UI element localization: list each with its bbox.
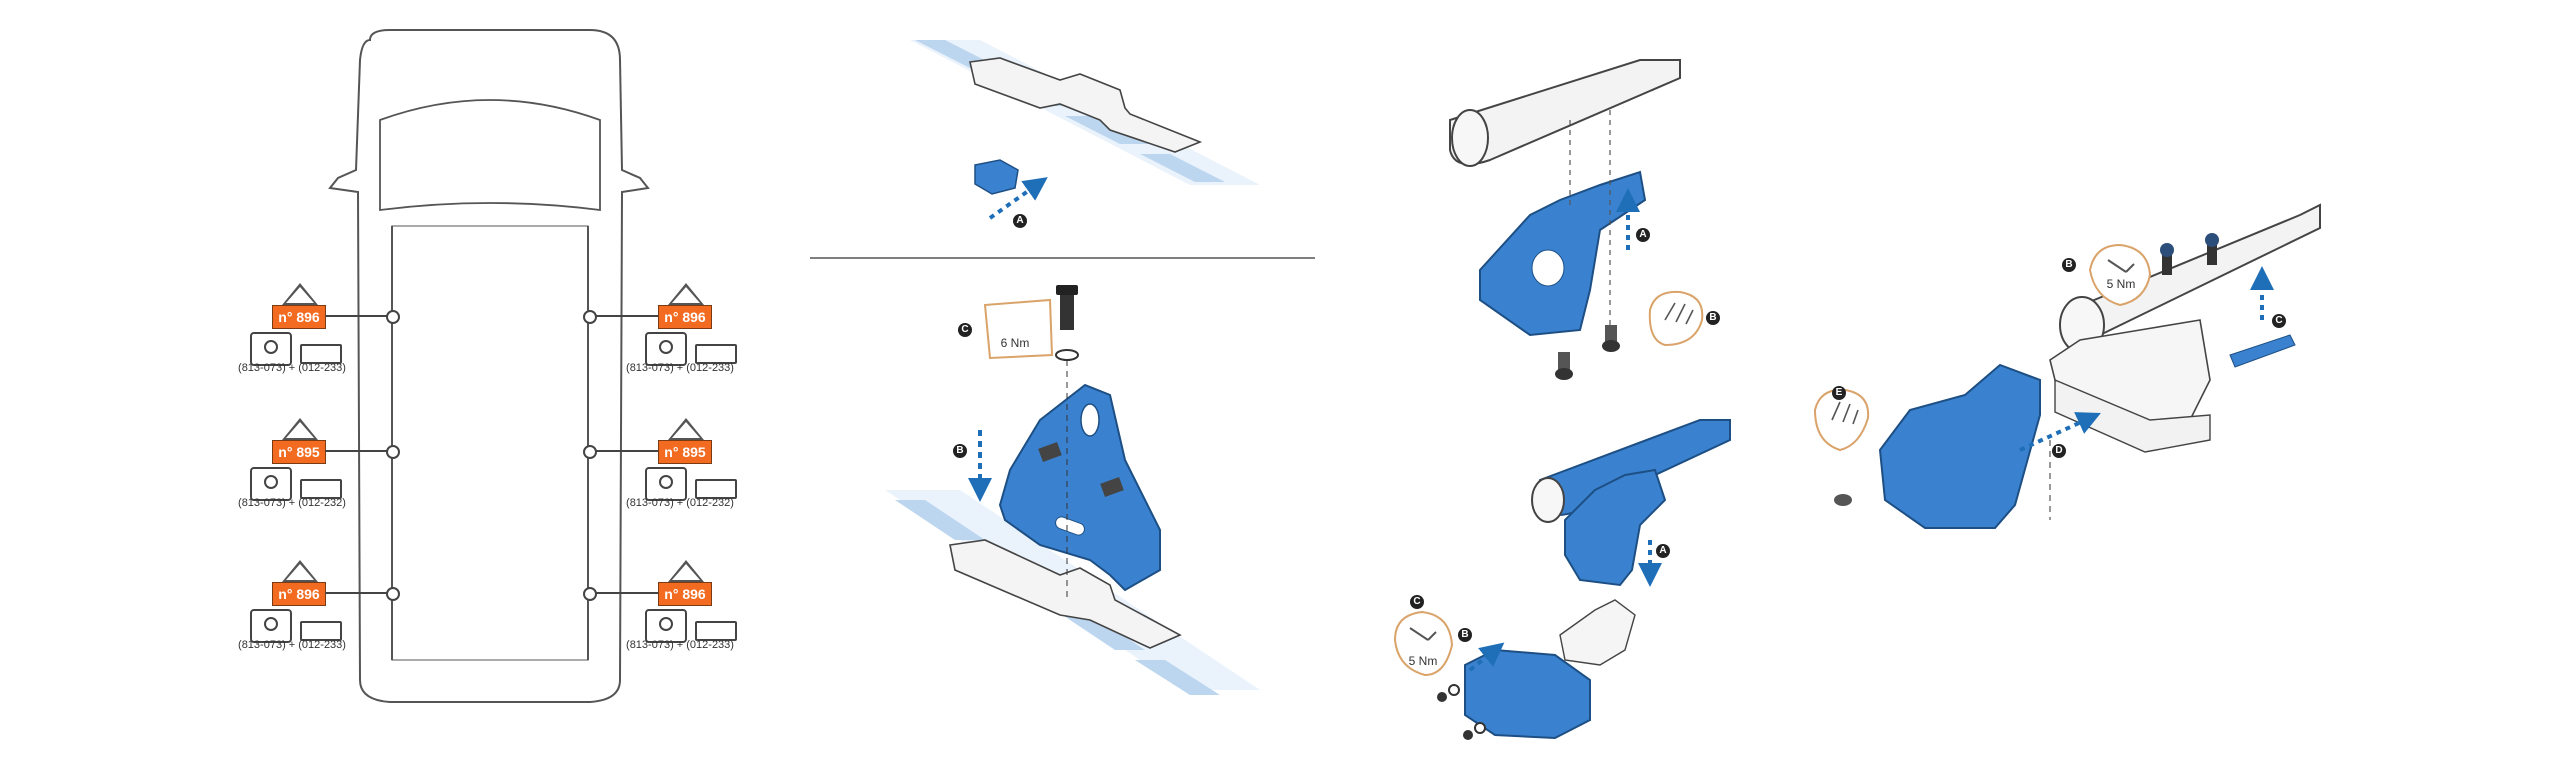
code-row2-left: (813-073) + (012-232) [238,497,346,509]
clip-icon [300,344,342,364]
step-marker-c: C [958,323,972,337]
carrier-foot-icon [668,283,704,305]
code-row1-left: (813-073) + (012-233) [238,362,346,374]
hand-tighten-icon [1648,290,1704,347]
step-marker-b: B [1706,311,1720,325]
panel-car-overview [328,29,650,703]
badge-row3-right: n° 896 [658,582,712,606]
clip-icon [695,479,737,499]
clip-icon [695,344,737,364]
badge-row1-left: n° 896 [272,305,326,329]
connector [325,592,387,594]
badge-row2-right: n° 895 [658,440,712,464]
torque-label-6nm: 6 Nm [1000,336,1030,350]
foot-icon [250,332,292,366]
carrier-foot-icon [282,560,318,582]
step-marker-c: C [2272,314,2286,328]
step-marker-a: A [1636,228,1650,242]
step-marker-a: A [1656,544,1670,558]
foot-icon [250,467,292,501]
car-outline [328,29,650,703]
clip-icon [300,621,342,641]
connector [325,450,387,452]
panel-foot-assembly [1393,59,1731,740]
carrier-foot-icon [668,418,704,440]
washer [1055,349,1079,361]
code-row2-right: (813-073) + (012-232) [626,497,734,509]
bolts-bottom [1555,325,1620,380]
bolt [1060,290,1074,330]
top-bolt-right [2207,240,2217,265]
connector [594,450,658,452]
torque-label-5nm: 5 Nm [1408,654,1438,668]
wrench-icon [1393,610,1454,677]
clip-icon [695,621,737,641]
step-marker-b: B [2062,258,2076,272]
blue-clamp-base [1464,648,1591,740]
mount-point [386,445,400,459]
washers-nuts [1437,684,1486,740]
blue-foot-top [1479,170,1647,337]
mount-point [386,310,400,324]
blue-rubber-strip [2229,334,2296,368]
wrench-icon [2088,243,2152,307]
torque-callout-6nm [983,298,1054,360]
step-marker-e: E [1832,386,1846,400]
step-marker-a: A [1013,214,1027,228]
step-marker-c: C [1410,595,1424,609]
connector [594,315,658,317]
car-windshield [379,99,601,212]
mount-point [583,445,597,459]
badge-row2-left: n° 895 [272,440,326,464]
blue-foot-lower [1564,468,1667,587]
clip-part-a [974,159,1019,195]
rail-plate-bottom [949,539,1182,649]
white-bracket-lower [1559,599,1636,666]
panel-rail-clip [910,40,1260,220]
badge-row1-right: n° 896 [658,305,712,329]
foot-icon [645,332,687,366]
torque-label-5nm: 5 Nm [2106,277,2136,291]
blue-end-cover [1878,363,2041,529]
panel-bracket-bolt [885,285,1260,695]
foot-icon [250,609,292,643]
connector [594,592,658,594]
mount-point [583,587,597,601]
code-row1-right: (813-073) + (012-233) [626,362,734,374]
carrier-foot-icon [282,418,318,440]
foot-icon [645,467,687,501]
car-roof [391,225,589,661]
blue-bracket [998,383,1161,592]
carrier-foot-icon [282,283,318,305]
step-marker-b: B [1458,628,1472,642]
carrier-foot-icon [668,560,704,582]
panel-final-assembly [1813,203,2321,529]
top-bolt-left [2162,250,2172,275]
end-screw [1834,494,1852,506]
clip-icon [300,479,342,499]
mount-point [386,587,400,601]
step-marker-b: B [953,444,967,458]
code-row3-left: (813-073) + (012-233) [238,639,346,651]
lower-plate [2054,378,2211,453]
badge-row3-left: n° 896 [272,582,326,606]
rail-foot-plate [969,57,1203,153]
mount-point [583,310,597,324]
code-row3-right: (813-073) + (012-233) [626,639,734,651]
connector [325,315,387,317]
step-marker-d: D [2052,444,2066,458]
foot-icon [645,609,687,643]
